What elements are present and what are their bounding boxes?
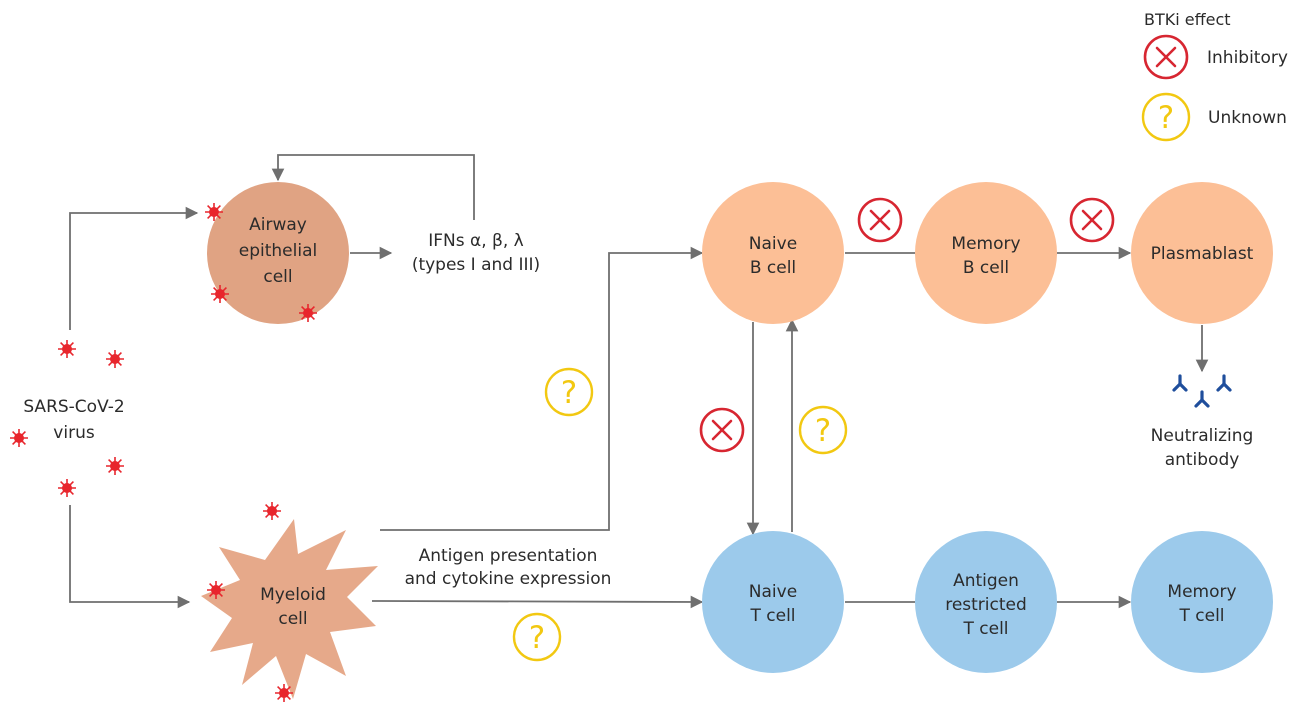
myeloid-to-naive-t-arrow	[371, 595, 704, 609]
airway-epithelial-cell: Airway epithelial cell	[207, 182, 349, 324]
memory-t-label-1: Memory	[1167, 582, 1236, 602]
antigen-t-label-2: restricted	[945, 595, 1027, 615]
airway-label-3: cell	[263, 267, 292, 287]
virus-to-myeloid-arrow	[69, 505, 191, 609]
virus-particle-icon	[105, 456, 125, 476]
antigen-t-label-3: T cell	[962, 619, 1008, 639]
antibody-icon	[1194, 390, 1210, 408]
naive-t-cell-circle	[702, 531, 844, 673]
memory-t-cell-circle	[1131, 531, 1273, 673]
virus-particle-icon	[204, 202, 224, 222]
virus-to-airway-arrow	[69, 206, 199, 330]
naive-b-label-1: Naive	[749, 234, 797, 254]
virus-particle-icon	[57, 339, 77, 359]
memory-t-cell: Memory T cell	[1131, 531, 1273, 673]
myeloid-cell: Myeloid cell	[201, 519, 378, 699]
antigen-t-cell-circle	[915, 531, 1057, 673]
virus-particle-icon	[262, 501, 282, 521]
plasmablast-label: Plasmablast	[1151, 244, 1254, 264]
memory-b-label-2: B cell	[963, 258, 1009, 278]
naive-t-cell: Naive T cell	[702, 531, 844, 673]
memory-b-cell-circle	[915, 182, 1057, 324]
question-circle-icon	[544, 367, 594, 417]
virus-particle-icon	[274, 683, 294, 703]
airway-cell-circle	[207, 182, 349, 324]
plasmablast-cell: Plasmablast	[1131, 182, 1273, 324]
virus-particle-icon	[206, 580, 226, 600]
virus-particle-icon	[9, 428, 29, 448]
myeloid-to-naive-b-arrow	[380, 246, 704, 531]
memory-b-cell: Memory B cell	[915, 182, 1057, 324]
x-circle-icon	[1069, 197, 1115, 243]
airway-label-1: Airway	[249, 215, 307, 235]
plasmablast-circle	[1131, 182, 1273, 324]
legend-unknown-label: Unknown	[1208, 108, 1287, 128]
naive-b-label-2: B cell	[750, 258, 796, 278]
antigen-presentation-label-1: Antigen presentation	[419, 546, 598, 566]
virus-particle-icon	[105, 349, 125, 369]
connectors	[69, 154, 1209, 609]
ifn-label-1: IFNs α, β, λ	[428, 231, 524, 251]
antigen-t-label-1: Antigen	[953, 571, 1019, 591]
antibody-icons	[1172, 374, 1232, 408]
naive-b-cell: Naive B cell	[702, 182, 844, 324]
naive-t-label-2: T cell	[749, 606, 795, 626]
antibody-icon	[1216, 374, 1232, 392]
virus-particle-icon	[210, 284, 230, 304]
legend: BTKi effect Inhibitory Unknown	[1141, 10, 1288, 142]
virus-particle-icon	[298, 303, 318, 323]
question-circle-icon	[798, 405, 848, 455]
virus-label-1: SARS-CoV-2	[23, 397, 124, 417]
antigen-restricted-t-cell: Antigen restricted T cell	[915, 531, 1057, 673]
ifn-label-2: (types I and III)	[412, 255, 540, 275]
naive-t-label-1: Naive	[749, 582, 797, 602]
memory-b-label-1: Memory	[951, 234, 1020, 254]
memory-t-label-2: T cell	[1178, 606, 1224, 626]
legend-title: BTKi effect	[1144, 10, 1231, 29]
antigen-presentation-label-2: and cytokine expression	[405, 569, 612, 589]
myeloid-label-2: cell	[278, 609, 307, 629]
legend-inhibitory-label: Inhibitory	[1207, 48, 1288, 68]
question-circle-icon	[1141, 92, 1191, 142]
airway-label-2: epithelial	[239, 241, 317, 261]
antibody-icon	[1172, 374, 1188, 392]
antibody-label-2: antibody	[1165, 450, 1240, 470]
ifn-feedback-arrow	[271, 154, 475, 220]
antibody-label-1: Neutralizing	[1151, 426, 1254, 446]
question-circle-icon	[512, 612, 562, 662]
virus-label-2: virus	[53, 423, 95, 443]
myeloid-label-1: Myeloid	[260, 585, 326, 605]
myeloid-cell-shape	[201, 519, 378, 699]
naive-b-cell-circle	[702, 182, 844, 324]
x-circle-icon	[1143, 34, 1189, 80]
x-circle-icon	[857, 197, 903, 243]
virus-particle-icon	[57, 478, 77, 498]
x-circle-icon	[699, 407, 745, 453]
